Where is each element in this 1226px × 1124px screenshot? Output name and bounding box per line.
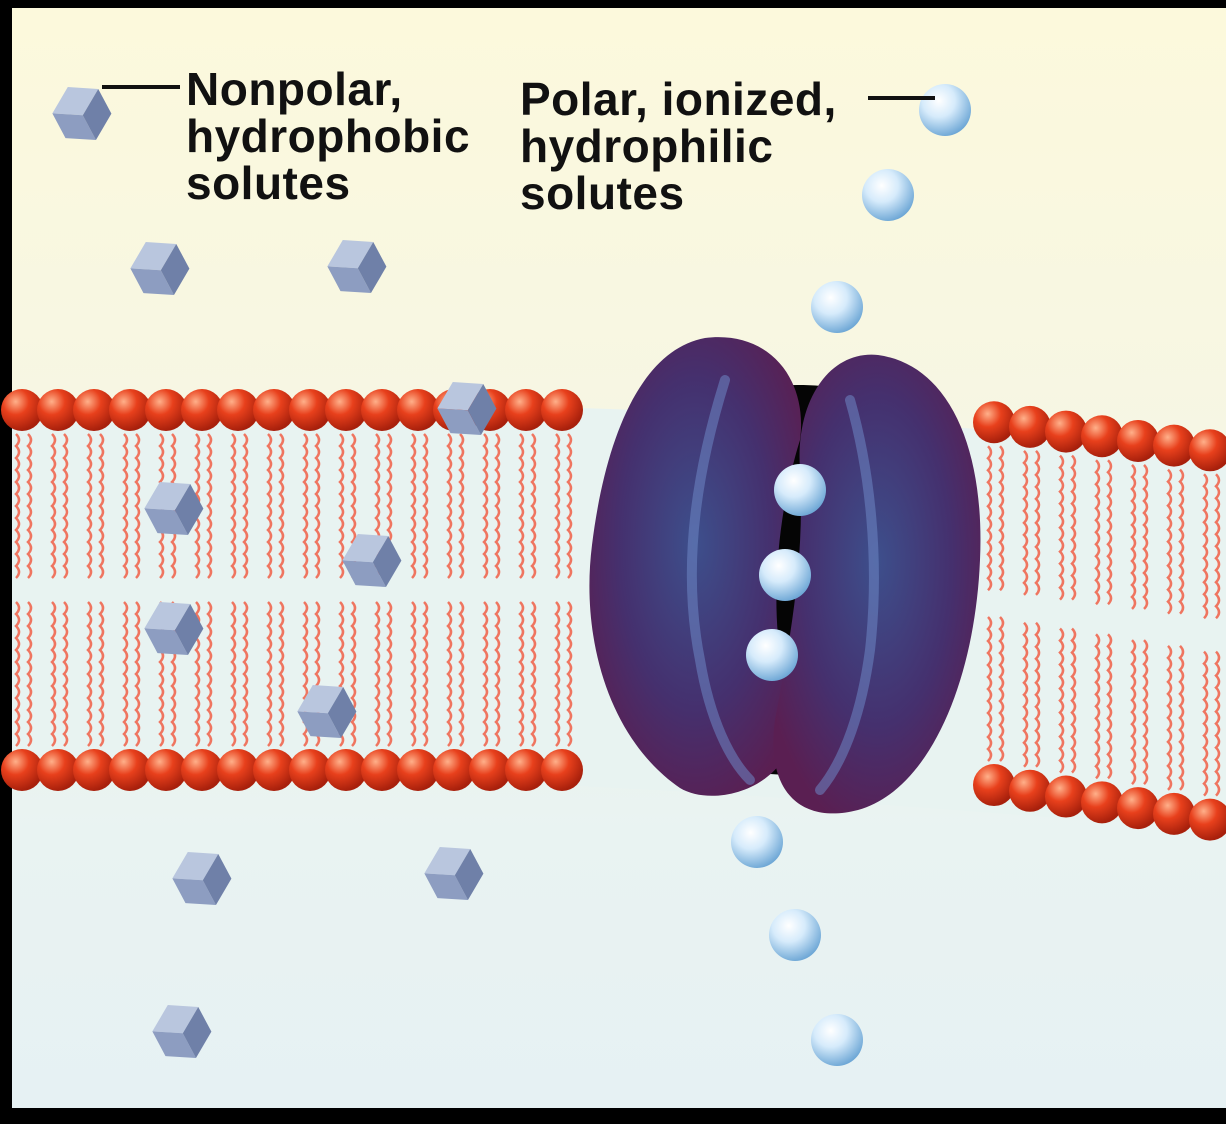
- polar-label-line-2: hydrophilic: [520, 123, 837, 170]
- nonpolar-label-line-2: hydrophobic: [186, 113, 470, 160]
- lipid-head: [253, 749, 295, 791]
- lipid-head: [541, 749, 583, 791]
- lipid-head: [505, 389, 547, 431]
- hydrophilic-solute-sphere: [731, 816, 783, 868]
- lipid-head: [289, 749, 331, 791]
- lipid-head: [1081, 415, 1123, 457]
- hydrophilic-solute-sphere: [774, 464, 826, 516]
- lipid-head: [1045, 776, 1087, 818]
- lipid-head: [145, 389, 187, 431]
- hydrophilic-solute-sphere: [759, 549, 811, 601]
- polar-label-line-1: Polar, ionized,: [520, 76, 837, 123]
- lipid-head: [289, 389, 331, 431]
- lipid-head: [397, 389, 439, 431]
- lipid-head: [217, 389, 259, 431]
- lipid-head: [37, 749, 79, 791]
- lipid-head: [109, 749, 151, 791]
- lipid-head: [217, 749, 259, 791]
- hydrophilic-solute-sphere: [769, 909, 821, 961]
- lipid-head: [1, 749, 43, 791]
- hydrophilic-solute-sphere: [746, 629, 798, 681]
- lipid-head: [325, 389, 367, 431]
- lipid-head: [109, 389, 151, 431]
- lipid-head: [1, 389, 43, 431]
- lipid-head: [469, 749, 511, 791]
- lipid-head: [73, 749, 115, 791]
- lipid-head: [181, 749, 223, 791]
- lipid-head: [37, 389, 79, 431]
- lipid-head: [397, 749, 439, 791]
- lipid-head: [973, 764, 1015, 806]
- lipid-head: [145, 749, 187, 791]
- lipid-head: [181, 389, 223, 431]
- lipid-head: [505, 749, 547, 791]
- lipid-head: [253, 389, 295, 431]
- lipid-head: [325, 749, 367, 791]
- lipid-head: [433, 749, 475, 791]
- nonpolar-label-line-1: Nonpolar,: [186, 66, 470, 113]
- lipid-head: [361, 389, 403, 431]
- lipid-head: [1153, 793, 1195, 835]
- lipid-head: [1081, 781, 1123, 823]
- nonpolar-solutes-label: Nonpolar, hydrophobic solutes: [186, 66, 470, 207]
- lipid-head: [1009, 770, 1051, 812]
- polar-label-line-3: solutes: [520, 170, 837, 217]
- hydrophilic-solute-sphere: [862, 169, 914, 221]
- lipid-head: [1009, 406, 1051, 448]
- lipid-head: [361, 749, 403, 791]
- lipid-head: [973, 401, 1015, 443]
- lipid-head: [1153, 425, 1195, 467]
- lipid-head: [1045, 411, 1087, 453]
- lipid-head: [1117, 787, 1159, 829]
- polar-solutes-label: Polar, ionized, hydrophilic solutes: [520, 76, 837, 217]
- hydrophilic-solute-sphere: [811, 281, 863, 333]
- hydrophilic-solute-sphere: [811, 1014, 863, 1066]
- lipid-head: [541, 389, 583, 431]
- hydrophilic-solute-sphere: [919, 84, 971, 136]
- nonpolar-label-line-3: solutes: [186, 160, 470, 207]
- lipid-head: [1117, 420, 1159, 462]
- lipid-head: [73, 389, 115, 431]
